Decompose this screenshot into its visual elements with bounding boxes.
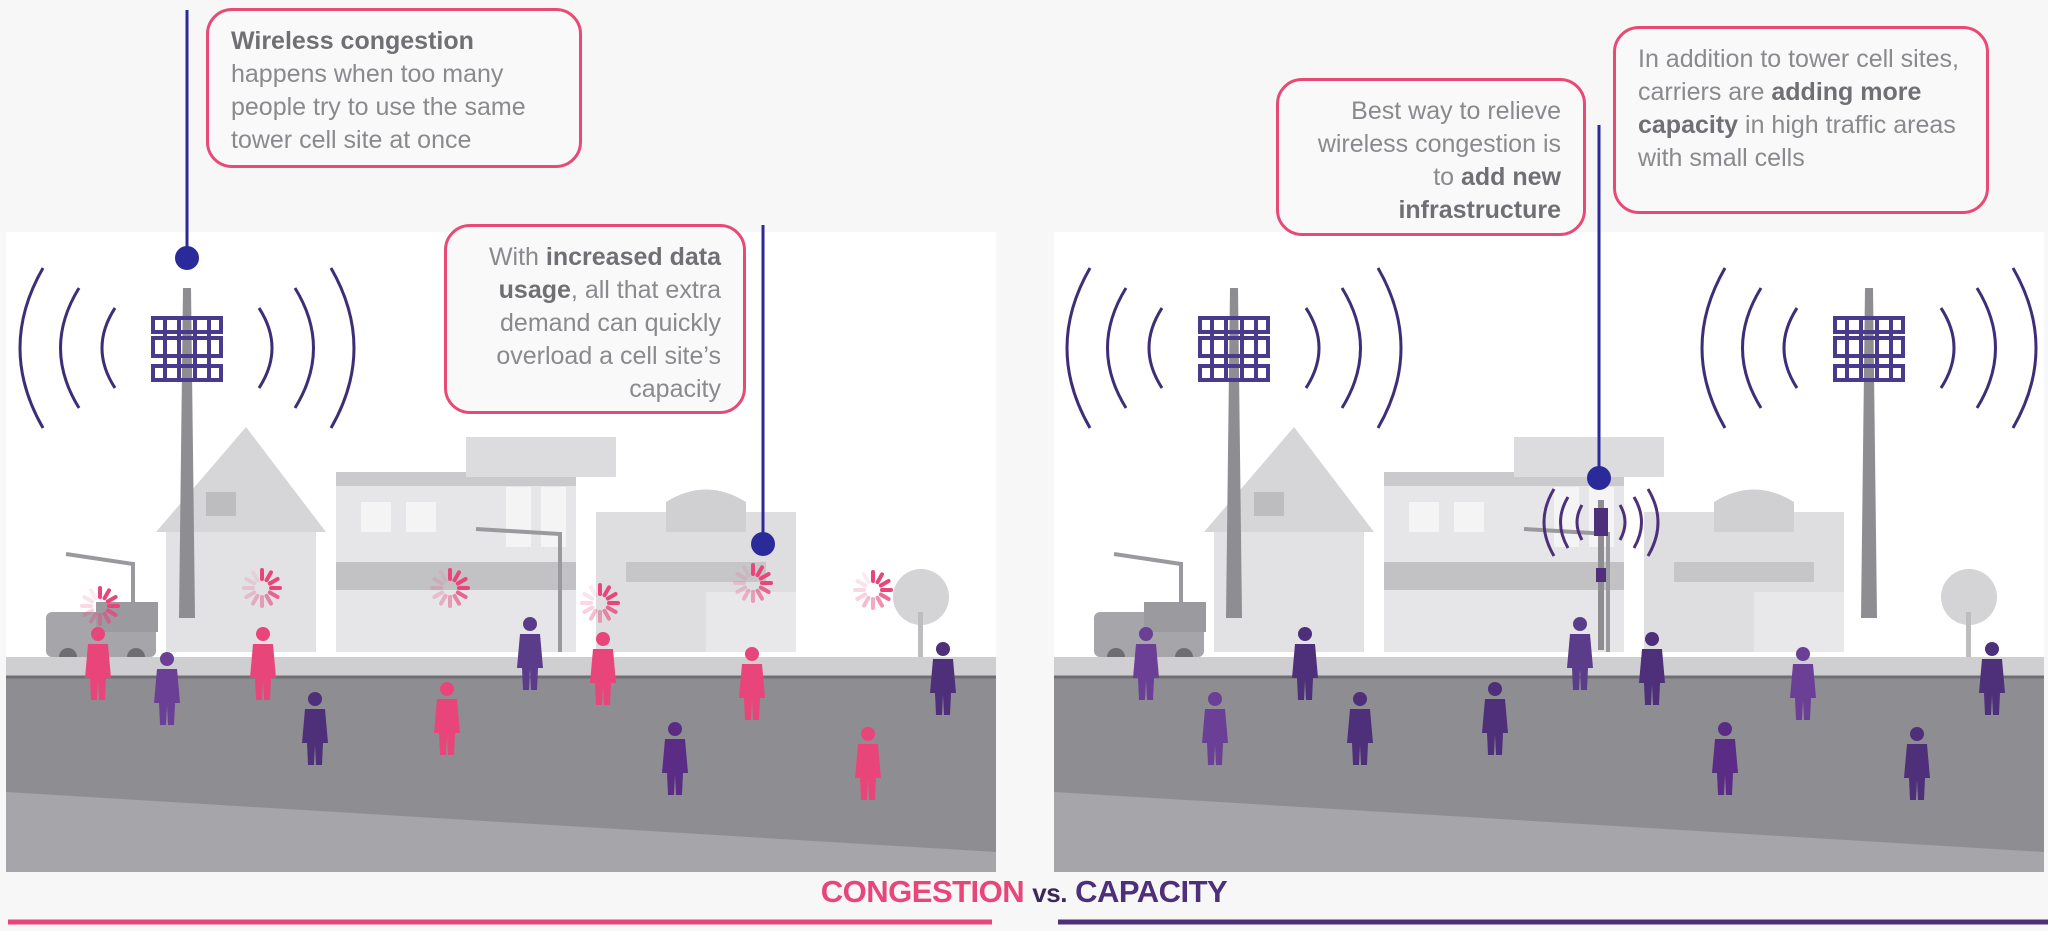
callout-text: With xyxy=(488,243,546,271)
callout-bold: add new infrastructure xyxy=(1398,163,1561,224)
blue-pointer-line xyxy=(1587,125,1611,490)
congestion-label: CONGESTION xyxy=(820,874,1025,909)
callout-text: Best way to relieve wireless congestion … xyxy=(1317,97,1561,191)
callout-adding-capacity: In addition to tower cell sites, carrier… xyxy=(1613,26,1989,214)
footer-title: CONGESTION vs. CAPACITY xyxy=(0,874,2048,910)
callout-increased-data-usage: With increased data usage, all that extr… xyxy=(444,224,746,414)
callout-bold: adding more capacity xyxy=(1638,78,1922,139)
callout-bold: increased data usage xyxy=(498,243,721,304)
callout-text: In addition to tower cell sites, carrier… xyxy=(1638,45,1959,106)
callout-text: happens when too many people try to use … xyxy=(231,60,526,154)
capacity-panel xyxy=(1052,230,2046,874)
callout-add-infrastructure: Best way to relieve wireless congestion … xyxy=(1276,78,1586,236)
callout-wireless-congestion: Wireless congestion happens when too man… xyxy=(206,8,582,168)
small-cell-icon xyxy=(1542,488,1660,650)
blue-pointer-line xyxy=(175,10,775,556)
callout-text: in high traffic areas with small cells xyxy=(1638,111,1956,172)
capacity-label: CAPACITY xyxy=(1075,874,1228,909)
callout-text: , all that extra demand can quickly over… xyxy=(496,276,721,403)
vs-label: vs. xyxy=(1032,878,1067,908)
callout-bold: Wireless congestion xyxy=(231,27,474,55)
